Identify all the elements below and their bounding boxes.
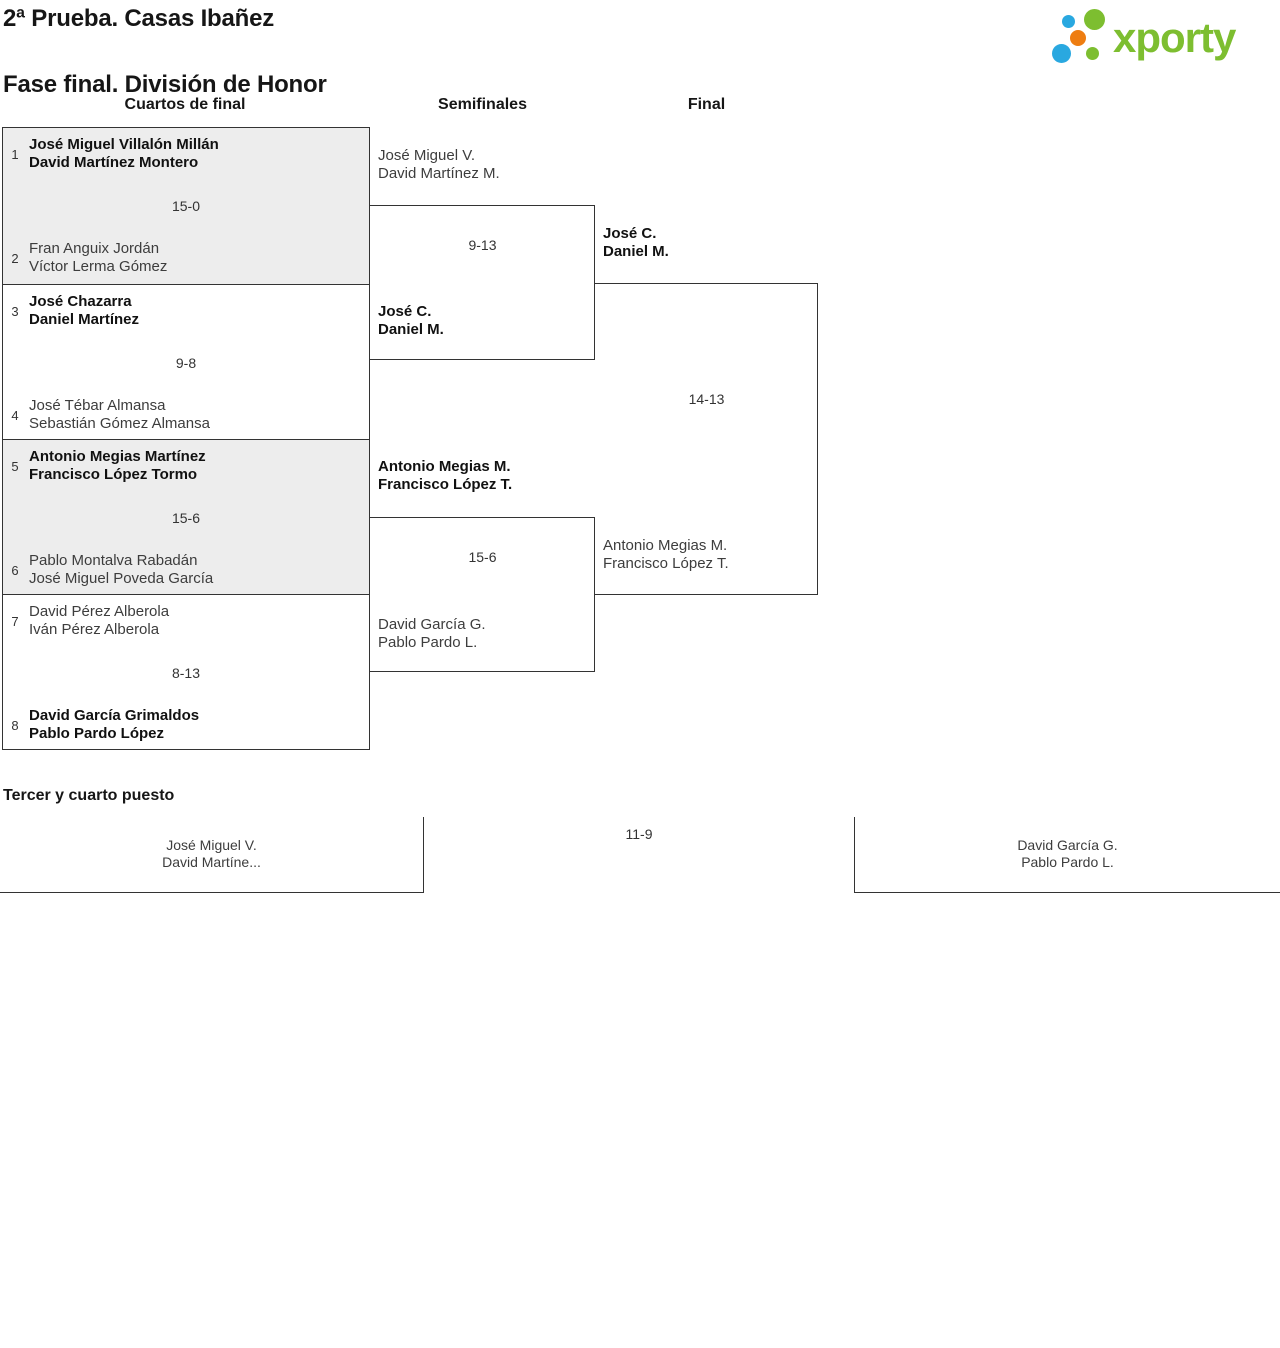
third-place-left-team: José Miguel V. David Martíne... — [162, 837, 261, 870]
seed-number: 8 — [11, 717, 19, 733]
seed-number: 1 — [11, 146, 19, 162]
team-player-1: Antonio Megias Martínez — [29, 448, 206, 465]
third-place-heading: Tercer y cuarto puesto — [3, 787, 175, 804]
logo-dot-blue-large-icon — [1052, 44, 1071, 63]
page-title-line1: 2ª Prueba. Casas Ibañez — [3, 5, 275, 32]
team-player-2: Francisco López Tormo — [29, 466, 198, 483]
team-player-2: Víctor Lerma Gómez — [29, 258, 168, 275]
round-header-quarterfinals: Cuartos de final — [124, 96, 246, 113]
team-player-2: Pablo Pardo López — [29, 725, 165, 742]
seed-number: 2 — [11, 250, 19, 266]
team-player-2: Iván Pérez Alberola — [29, 621, 160, 638]
semifinal-match-2[interactable] — [370, 517, 595, 672]
page-title-line2: Fase final. División de Honor — [3, 71, 327, 98]
team-player-1: Pablo Montalva Rabadán — [29, 552, 198, 569]
logo-dot-orange-icon — [1070, 30, 1086, 46]
logo-dot-green-small-icon — [1086, 47, 1099, 60]
logo-dot-blue-small-icon — [1062, 15, 1075, 28]
seed-number: 5 — [11, 458, 19, 474]
team-player-1: David Pérez Alberola — [29, 603, 170, 620]
seed-number: 3 — [11, 303, 19, 319]
match-score: 15-0 — [171, 198, 201, 214]
semifinal1-score: 9-13 — [468, 237, 497, 253]
third-place-right-team: David García G. Pablo Pardo L. — [1017, 837, 1118, 870]
semifinal1-bottom-team: José C. Daniel M. — [378, 303, 444, 338]
round-header-semifinals: Semifinales — [438, 96, 527, 113]
team-player-1: José Chazarra — [29, 293, 132, 310]
match-score: 15-6 — [171, 510, 201, 526]
page-title: 2ª Prueba. Casas Ibañez Fase final. Divi… — [3, 2, 327, 101]
semifinal2-bottom-team: David García G. Pablo Pardo L. — [378, 616, 486, 651]
seed-number: 4 — [11, 407, 19, 423]
final-top-team: José C. Daniel M. — [603, 225, 669, 260]
team-player-2: Sebastián Gómez Almansa — [29, 415, 210, 432]
xporty-logo[interactable]: xporty — [1045, 2, 1277, 74]
team-player-2: Daniel Martínez — [29, 311, 140, 328]
semifinal1-top-team: José Miguel V. David Martínez M. — [378, 147, 500, 182]
team-player-1: Fran Anguix Jordán — [29, 240, 160, 257]
logo-wordmark: xporty — [1113, 14, 1236, 61]
team-player-1: David García Grimaldos — [29, 707, 200, 724]
match-score: 9-8 — [175, 355, 197, 371]
final-match[interactable] — [595, 283, 818, 595]
final-score: 14-13 — [688, 391, 725, 407]
logo-dot-green-large-icon — [1084, 9, 1105, 30]
third-place-right-slot[interactable]: David García G. Pablo Pardo L. — [854, 817, 1280, 893]
semifinal2-score: 15-6 — [468, 549, 497, 565]
seed-number: 7 — [11, 613, 19, 629]
seed-number: 6 — [11, 562, 19, 578]
round-header-final: Final — [687, 96, 726, 113]
semifinal2-top-team: Antonio Megias M. Francisco López T. — [378, 458, 513, 493]
semifinal-match-1[interactable] — [370, 205, 595, 360]
team-player-1: José Miguel Villalón Millán — [29, 136, 219, 153]
team-player-2: David Martínez Montero — [29, 154, 199, 171]
team-player-2: José Miguel Poveda García — [29, 570, 214, 587]
team-player-1: José Tébar Almansa — [29, 397, 166, 414]
third-place-score: 11-9 — [625, 826, 653, 842]
match-score: 8-13 — [171, 665, 201, 681]
final-bottom-team: Antonio Megias M. Francisco López T. — [603, 537, 729, 572]
third-place-left-slot[interactable]: José Miguel V. David Martíne... — [0, 817, 424, 893]
